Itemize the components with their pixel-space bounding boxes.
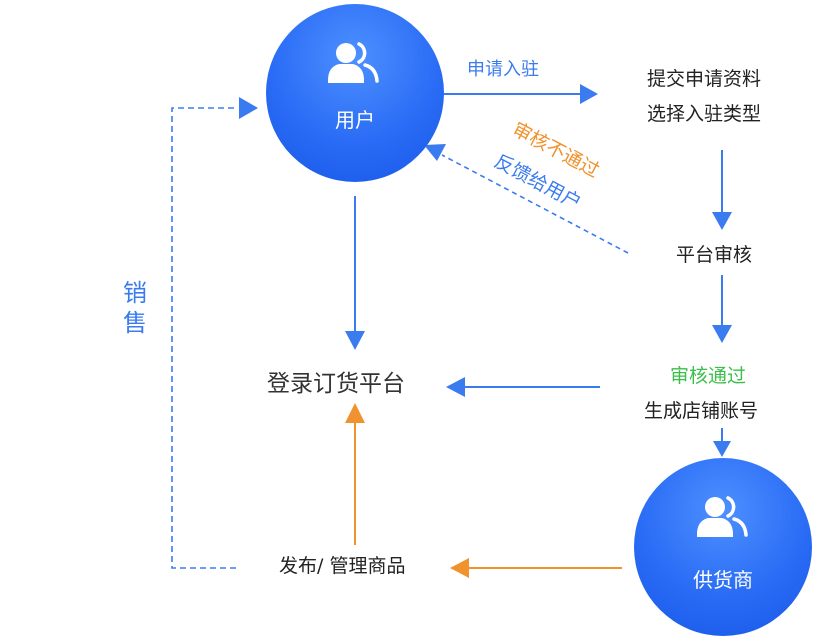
arrow-sales-loop-line xyxy=(171,107,238,569)
supplier-node xyxy=(634,458,812,636)
supplier-node-label: 供货商 xyxy=(693,568,753,592)
publish-label: 发布/ 管理商品 xyxy=(279,555,406,577)
login-platform-label: 登录订货平台 xyxy=(267,371,405,397)
arrow-user-login-head xyxy=(345,331,365,350)
arrow-feedback-head xyxy=(424,144,446,161)
apply-label: 申请入驻 xyxy=(467,59,539,80)
arrow-account-supplier-head xyxy=(713,441,731,457)
platform-review-label: 平台审核 xyxy=(676,244,753,266)
arrow-publish-login-head xyxy=(345,403,365,423)
arrow-sales-loop-head xyxy=(239,97,258,119)
arrow-supplier-publish-head xyxy=(450,558,469,578)
create-account-label: 生成店铺账号 xyxy=(644,400,759,422)
users-icon xyxy=(328,42,379,83)
arrow-submit-review-head xyxy=(712,212,732,230)
review-pass-label: 审核通过 xyxy=(670,365,747,387)
arrow-apply-head xyxy=(580,84,598,104)
user-node xyxy=(266,4,444,182)
arrow-review-pass-head xyxy=(712,325,732,343)
select-type-label: 选择入驻类型 xyxy=(647,103,762,125)
arrow-feedback-line xyxy=(441,154,629,254)
submit-materials-label: 提交申请资料 xyxy=(647,68,762,90)
users-icon xyxy=(697,496,748,537)
arrow-account-login-head xyxy=(446,377,465,397)
user-node-label: 用户 xyxy=(335,108,375,132)
sales-label: 销售 xyxy=(123,279,147,337)
